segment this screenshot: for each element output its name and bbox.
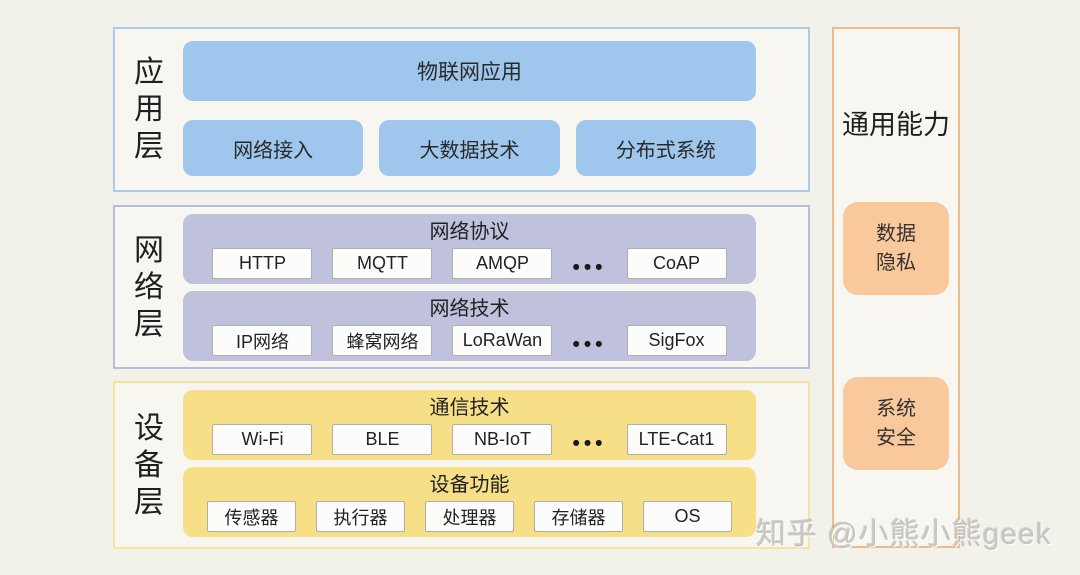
chip-actuator: 执行器 (316, 501, 405, 532)
device-layer-section: 设备层 通信技术 Wi-Fi BLE NB-IoT ••• LTE-Cat1 设… (113, 381, 810, 549)
chip-cellular-network: 蜂窝网络 (332, 325, 433, 356)
application-layer-row: 网络接入 大数据技术 分布式系统 (183, 120, 756, 176)
data-privacy-line2: 隐私 (876, 251, 916, 274)
chip-wifi: Wi-Fi (212, 424, 313, 455)
chip-coap: CoAP (626, 248, 727, 279)
chip-ip-network: IP网络 (212, 325, 313, 356)
application-layer-section: 应用层 物联网应用 网络接入 大数据技术 分布式系统 (113, 27, 810, 192)
big-data-tech-box: 大数据技术 (379, 120, 560, 176)
application-layer-title-column: 应用层 (115, 29, 183, 190)
chip-amqp: AMQP (452, 248, 553, 279)
network-technology-group: 网络技术 IP网络 蜂窝网络 LoRaWan ••• SigFox (183, 291, 756, 361)
chip-ble: BLE (332, 424, 433, 455)
chip-http: HTTP (212, 248, 313, 279)
common-capability-title: 通用能力 (842, 110, 950, 140)
communication-technology-title: 通信技术 (429, 397, 510, 419)
data-privacy-line1: 数据 (876, 222, 916, 245)
device-function-title: 设备功能 (429, 474, 510, 496)
ellipsis-dots: ••• (572, 255, 607, 279)
network-layer-title: 网络层 (134, 233, 164, 341)
communication-technology-group: 通信技术 Wi-Fi BLE NB-IoT ••• LTE-Cat1 (183, 390, 756, 460)
network-layer-section: 网络层 网络协议 HTTP MQTT AMQP ••• CoAP 网络技术 IP… (113, 205, 810, 369)
network-protocol-group: 网络协议 HTTP MQTT AMQP ••• CoAP (183, 214, 756, 284)
application-layer-content: 物联网应用 网络接入 大数据技术 分布式系统 (183, 29, 808, 190)
network-technology-chips: IP网络 蜂窝网络 LoRaWan ••• SigFox (183, 325, 756, 356)
device-layer-title-column: 设备层 (115, 383, 183, 547)
data-privacy-box: 数据 隐私 (843, 202, 949, 295)
distributed-system-box: 分布式系统 (575, 120, 756, 176)
chip-processor: 处理器 (425, 501, 514, 532)
network-technology-title: 网络技术 (429, 298, 510, 320)
chip-lte-cat1: LTE-Cat1 (626, 424, 727, 455)
device-layer-content: 通信技术 Wi-Fi BLE NB-IoT ••• LTE-Cat1 设备功能 … (183, 383, 808, 547)
system-security-line1: 系统 (876, 397, 916, 420)
chip-sigfox: SigFox (626, 325, 727, 356)
network-layer-title-column: 网络层 (115, 207, 183, 367)
chip-lorawan: LoRaWan (452, 325, 553, 356)
network-protocol-title: 网络协议 (429, 221, 510, 243)
network-layer-content: 网络协议 HTTP MQTT AMQP ••• CoAP 网络技术 IP网络 蜂… (183, 207, 808, 367)
device-function-chips: 传感器 执行器 处理器 存储器 OS (183, 501, 756, 532)
network-protocol-chips: HTTP MQTT AMQP ••• CoAP (183, 248, 756, 279)
ellipsis-dots: ••• (572, 431, 607, 455)
chip-nbiot: NB-IoT (452, 424, 553, 455)
communication-technology-chips: Wi-Fi BLE NB-IoT ••• LTE-Cat1 (183, 424, 756, 455)
device-layer-title: 设备层 (134, 411, 164, 519)
system-security-line2: 安全 (876, 426, 916, 449)
chip-os: OS (643, 501, 732, 532)
device-function-group: 设备功能 传感器 执行器 处理器 存储器 OS (183, 467, 756, 537)
system-security-box: 系统 安全 (843, 377, 949, 470)
chip-mqtt: MQTT (332, 248, 433, 279)
iot-application-box: 物联网应用 (183, 41, 756, 101)
chip-sensor: 传感器 (207, 501, 296, 532)
ellipsis-dots: ••• (572, 332, 607, 356)
network-access-box: 网络接入 (183, 120, 364, 176)
zhihu-watermark: 知乎 @小熊小熊geek (756, 518, 1052, 551)
common-capability-panel: 通用能力 数据 隐私 系统 安全 (832, 27, 960, 548)
application-layer-title: 应用层 (134, 56, 164, 163)
chip-storage: 存储器 (534, 501, 623, 532)
